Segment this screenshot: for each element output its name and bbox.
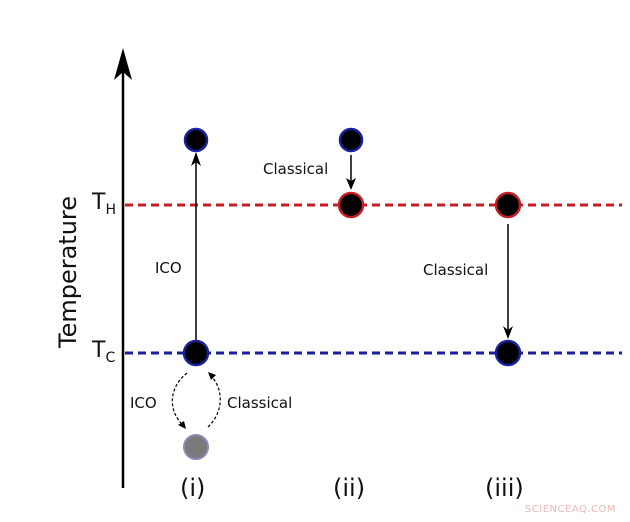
state-dot-hot: [494, 191, 522, 219]
state-dot-top: [338, 127, 364, 153]
state-dot-cold: [494, 339, 522, 367]
state-dot-top: [183, 127, 209, 153]
process-label-ii-down: Classical: [263, 160, 329, 178]
column-iii-diagram: [494, 191, 522, 367]
cold-subscript: C: [105, 350, 116, 366]
classical-loop-arrow: [207, 374, 221, 428]
state-dot-cold: [182, 339, 210, 367]
arrow-up-icon: [191, 152, 201, 166]
state-dot-lower: [183, 434, 209, 460]
column-label-ii: (ii): [333, 474, 366, 502]
process-label-iii-down: Classical: [423, 261, 489, 279]
watermark: SCIENCEAQ.COM: [524, 504, 616, 515]
ico-loop-arrow: [171, 372, 188, 427]
process-label-i-up: ICO: [155, 259, 182, 277]
arrow-down-icon: [346, 178, 356, 190]
hot-symbol: T: [92, 190, 106, 215]
column-label-iii: (iii): [485, 474, 524, 502]
axis-arrowhead-icon: [114, 48, 132, 80]
process-label-i-loop-right: Classical: [227, 394, 293, 412]
hot-subscript: H: [105, 202, 116, 218]
column-ii-diagram: [337, 127, 365, 219]
cold-symbol: T: [92, 338, 106, 363]
arrow-down-icon: [503, 326, 513, 339]
temperature-axis: [114, 48, 132, 488]
column-i-diagram: [171, 127, 221, 460]
column-label-i: (i): [180, 474, 206, 502]
axis-title: Temperature: [54, 195, 82, 349]
state-dot-hot: [337, 191, 365, 219]
cold-level-label: TC: [92, 338, 115, 366]
process-label-i-loop-left: ICO: [130, 394, 157, 412]
hot-level-label: TH: [92, 190, 116, 218]
